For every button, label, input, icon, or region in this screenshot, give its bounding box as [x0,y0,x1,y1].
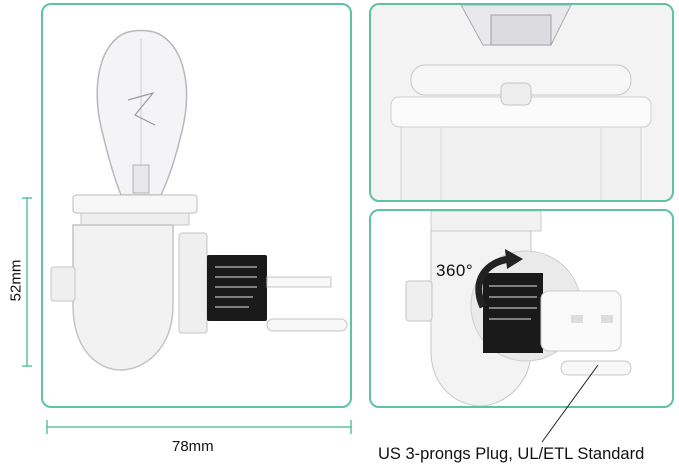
width-label: 78mm [172,438,214,455]
socket-detail-panel [369,3,674,202]
plug-standard-label: US 3-prongs Plug, UL/ETL Standard [378,445,645,463]
socket-closeup-illustration [390,5,652,200]
plug-closeup-illustration [405,211,632,406]
plug-rotation-panel [369,209,674,408]
rotation-label: 360° [436,261,474,280]
height-label: 52mm [7,259,25,302]
plug-callout-line [541,364,599,443]
product-main-panel [41,3,352,408]
height-dimension-line [22,197,32,367]
night-light-side-view-illustration [50,29,348,371]
width-dimension-line [46,420,352,434]
